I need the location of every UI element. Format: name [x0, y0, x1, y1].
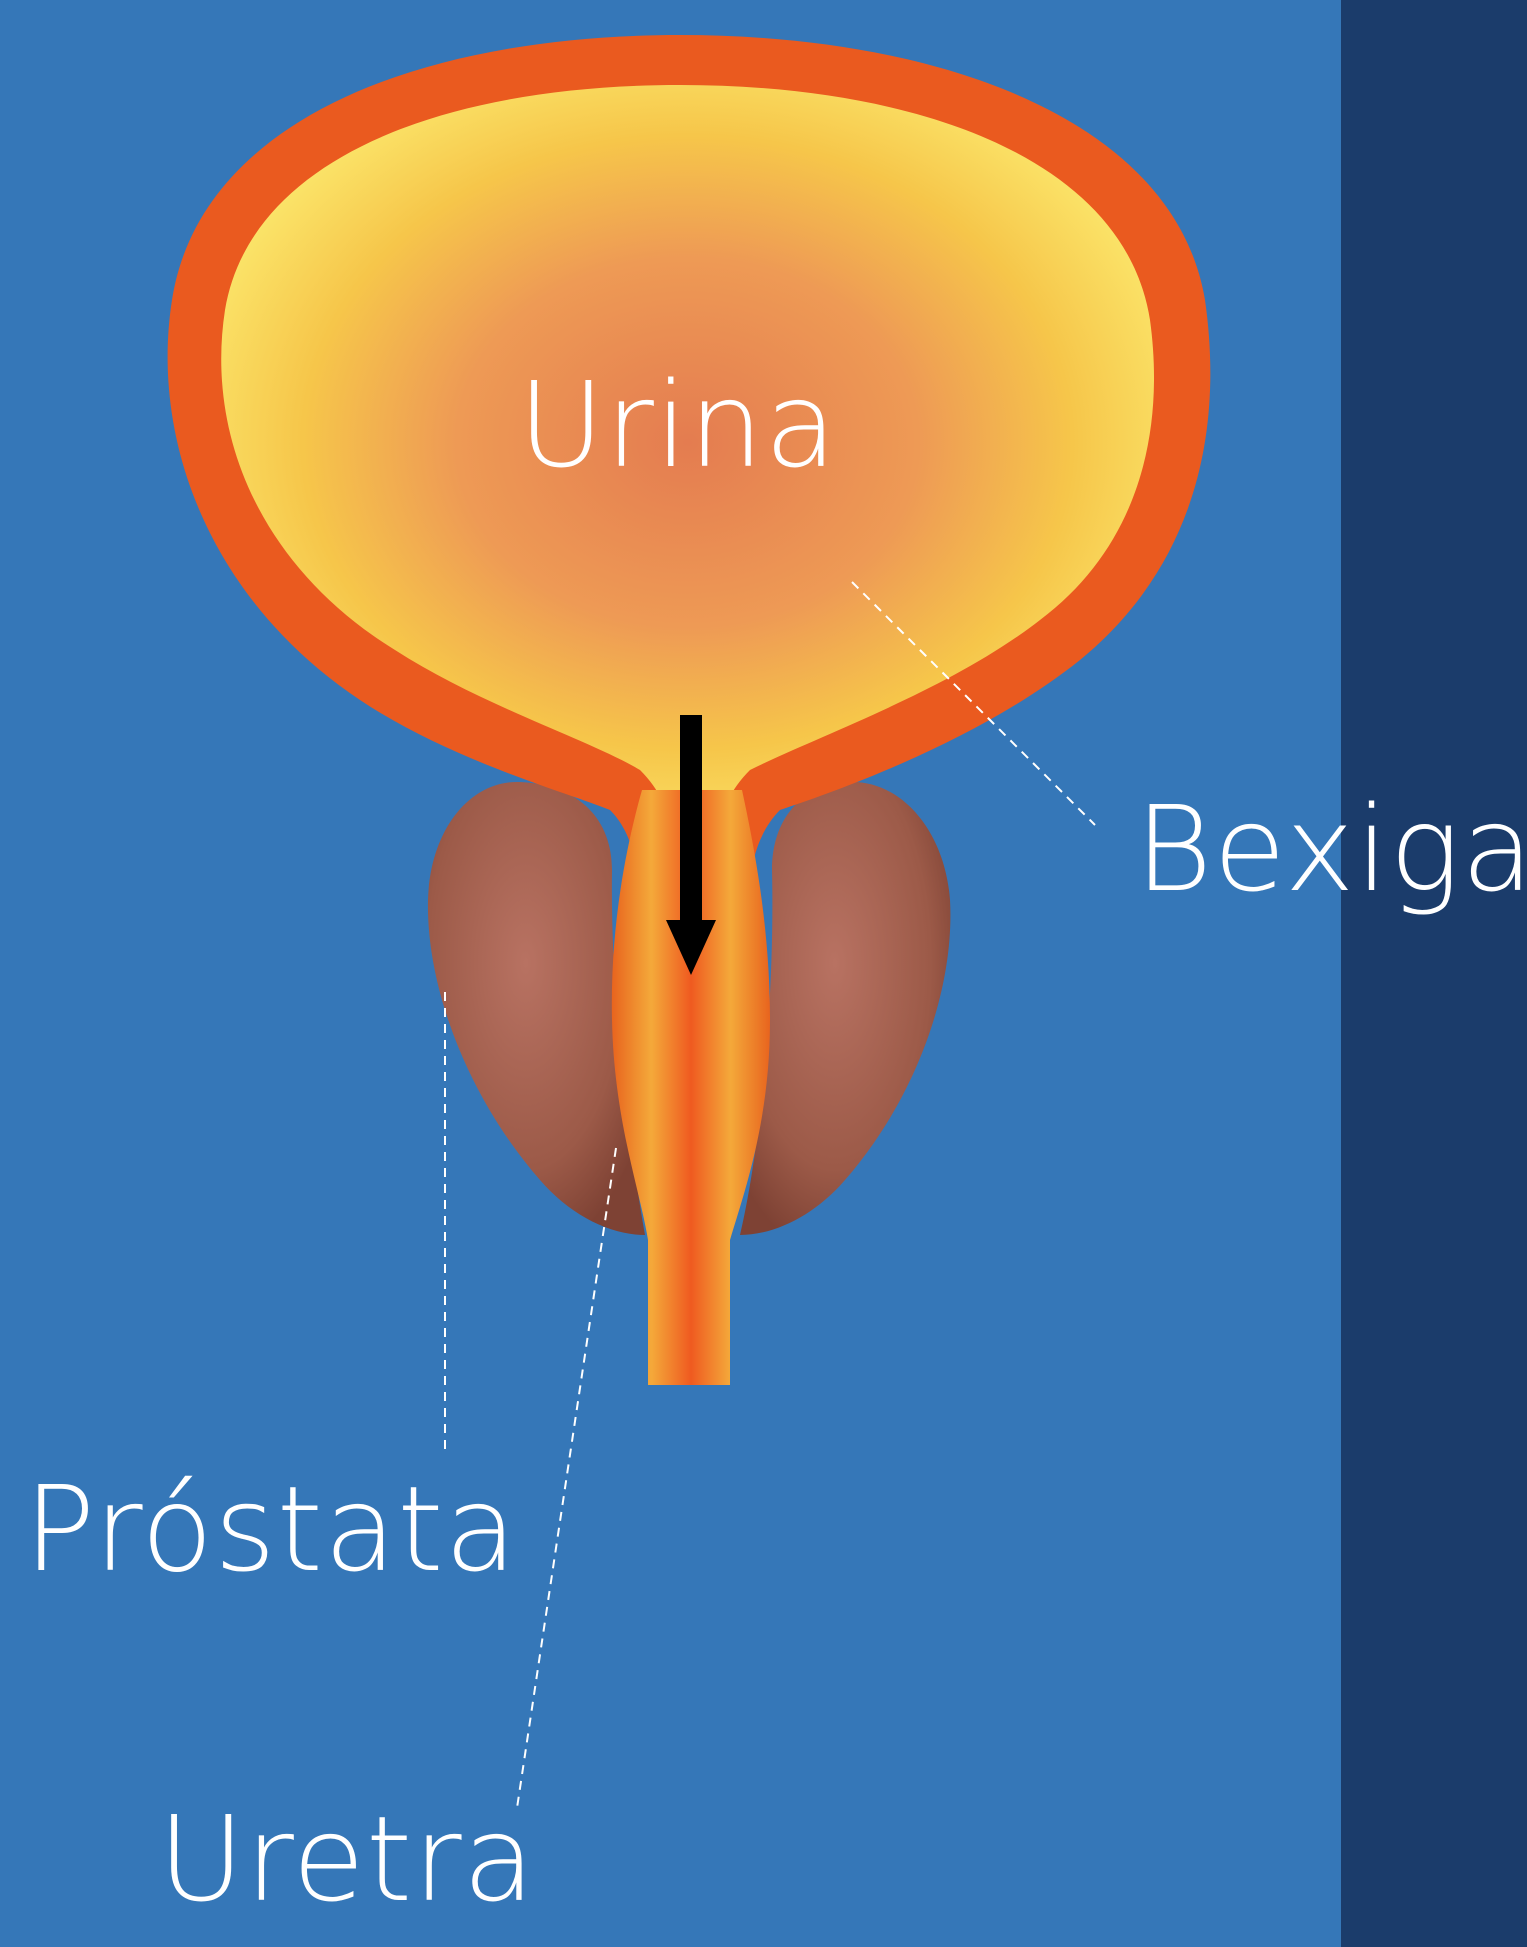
label-prostata: Próstata [24, 1470, 518, 1588]
label-bexiga: Bexiga [1135, 790, 1527, 908]
label-urina: Urina [518, 366, 838, 484]
label-uretra: Uretra [158, 1800, 536, 1918]
leader-line-uretra [517, 1148, 616, 1808]
prostate-right-lobe [740, 782, 950, 1235]
